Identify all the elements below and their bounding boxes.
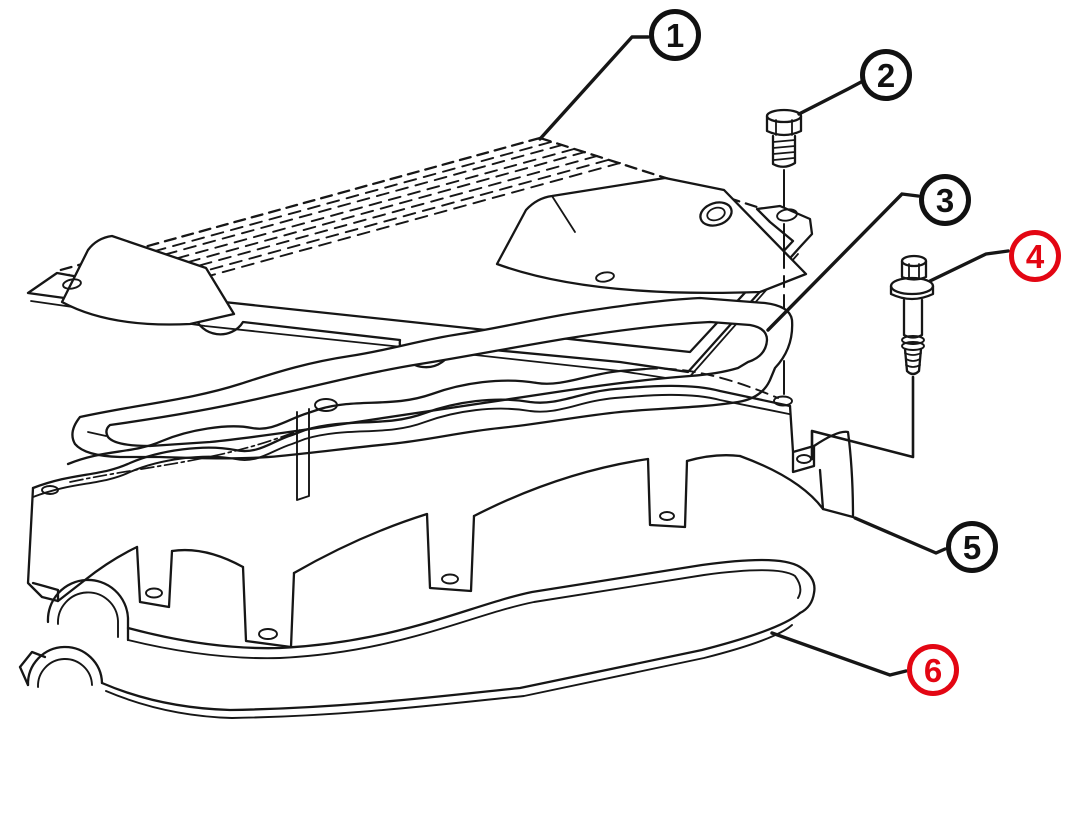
callout-2[interactable]: 2 [860,49,912,101]
leader-line-4 [928,249,1010,283]
stud-assembly-line [810,375,915,461]
leader-line-3 [766,192,920,332]
cover-ribs [67,141,621,297]
leader-lines [538,35,1010,677]
callout-4[interactable]: 4 [1009,230,1061,282]
callout-3[interactable]: 3 [919,174,971,226]
callout-5[interactable]: 5 [946,521,998,573]
lower-cover-drawing [26,367,855,649]
lower-gasket-drawing [18,558,816,719]
leader-line-5 [853,516,947,555]
leader-line-2 [797,79,865,116]
callout-6[interactable]: 6 [907,644,959,696]
callout-1[interactable]: 1 [649,9,701,61]
top-cover-drawing [26,136,814,382]
leader-line-6 [770,631,908,677]
stud-bolt-drawing [810,254,935,461]
leader-line-1 [538,35,650,141]
